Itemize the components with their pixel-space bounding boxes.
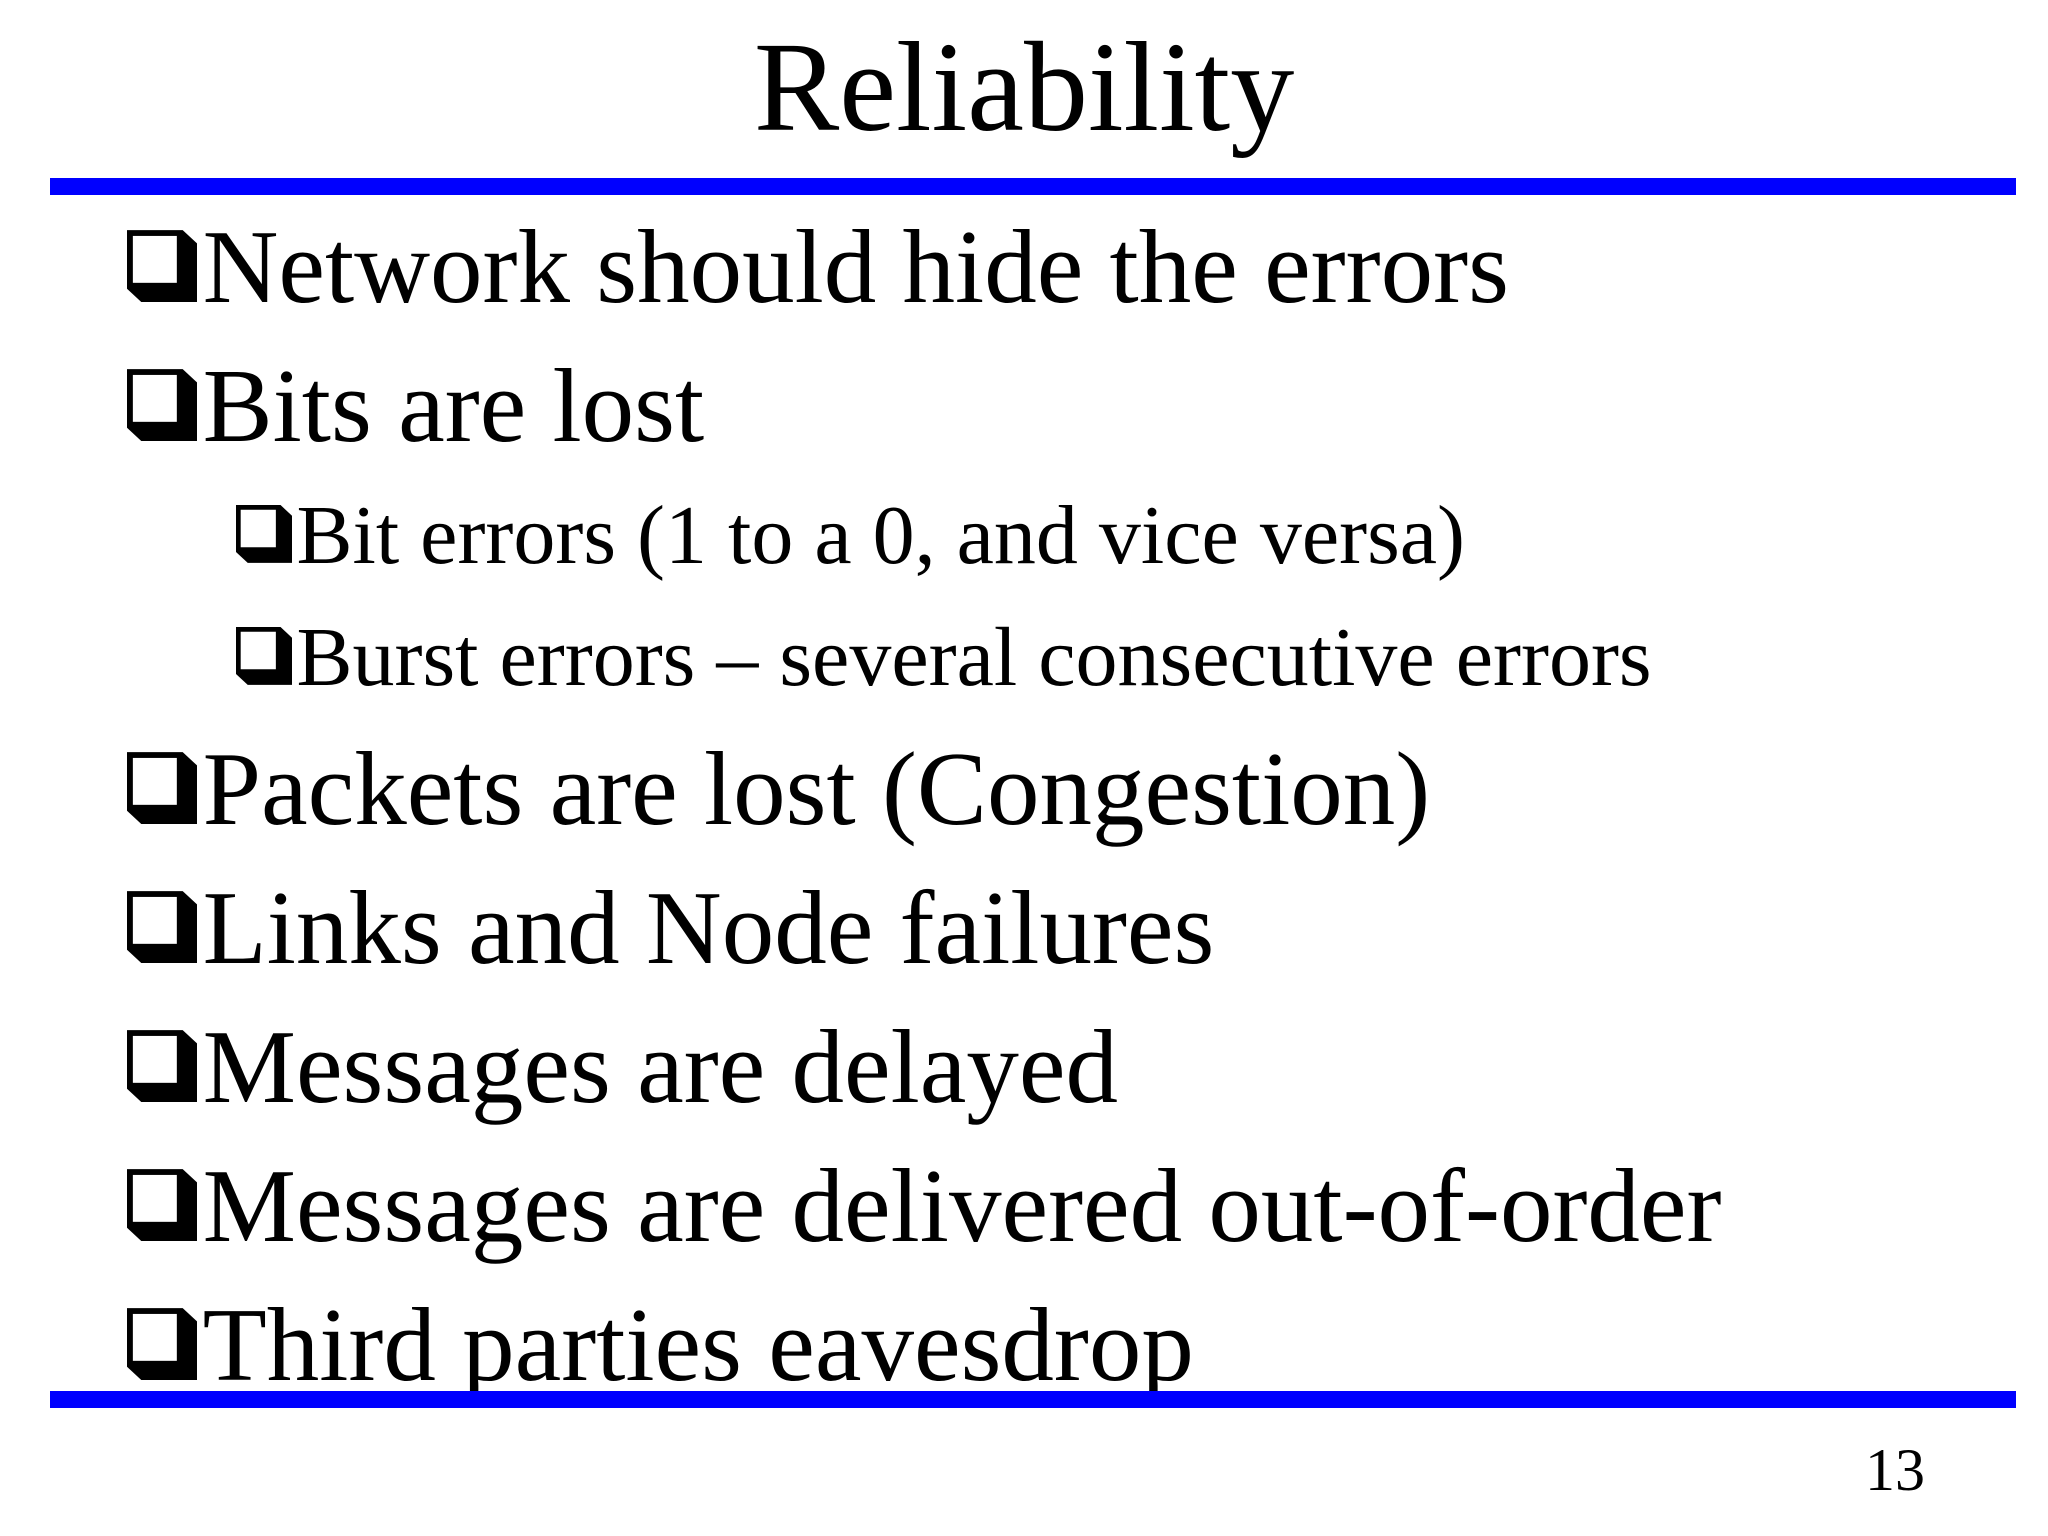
- bullet-item: Messages are delayed: [127, 997, 2048, 1136]
- bullet-item: Third parties eavesdrop: [127, 1275, 2048, 1414]
- bullet-item: Burst errors – several consecutive error…: [127, 597, 2048, 719]
- bullet-text: Bit errors (1 to a 0, and vice versa): [296, 489, 1466, 582]
- bullet-text: Network should hide the errors: [202, 208, 1509, 325]
- checkbox-bullet-icon: [127, 1029, 198, 1102]
- bullet-item: Network should hide the errors: [127, 197, 2048, 336]
- checkbox-bullet-icon: [127, 1307, 198, 1380]
- checkbox-bullet-icon: [127, 229, 198, 302]
- page-number: 13: [1865, 1437, 1925, 1503]
- bullet-item: Links and Node failures: [127, 858, 2048, 997]
- checkbox-bullet-icon: [236, 505, 293, 563]
- bullet-text: Burst errors – several consecutive error…: [296, 611, 1652, 704]
- bullet-text: Messages are delivered out-of-order: [202, 1147, 1722, 1264]
- bullet-text: Packets are lost (Congestion): [202, 730, 1431, 847]
- bullet-item: Bit errors (1 to a 0, and vice versa): [127, 475, 2048, 597]
- bullet-text: Third parties eavesdrop: [202, 1286, 1194, 1403]
- footer-rule: [50, 1391, 2016, 1408]
- slide-title: Reliability: [753, 16, 1295, 158]
- checkbox-bullet-icon: [236, 627, 293, 685]
- bullet-text: Bits are lost: [202, 347, 705, 464]
- bullet-item: Bits are lost: [127, 336, 2048, 475]
- bullet-item: Messages are delivered out-of-order: [127, 1136, 2048, 1275]
- checkbox-bullet-icon: [127, 368, 198, 441]
- bullet-item: Packets are lost (Congestion): [127, 719, 2048, 858]
- title-rule: [50, 178, 2016, 195]
- checkbox-bullet-icon: [127, 751, 198, 824]
- checkbox-bullet-icon: [127, 1168, 198, 1241]
- checkbox-bullet-icon: [127, 890, 198, 963]
- bullet-text: Messages are delayed: [202, 1008, 1119, 1125]
- bullet-text: Links and Node failures: [202, 869, 1215, 986]
